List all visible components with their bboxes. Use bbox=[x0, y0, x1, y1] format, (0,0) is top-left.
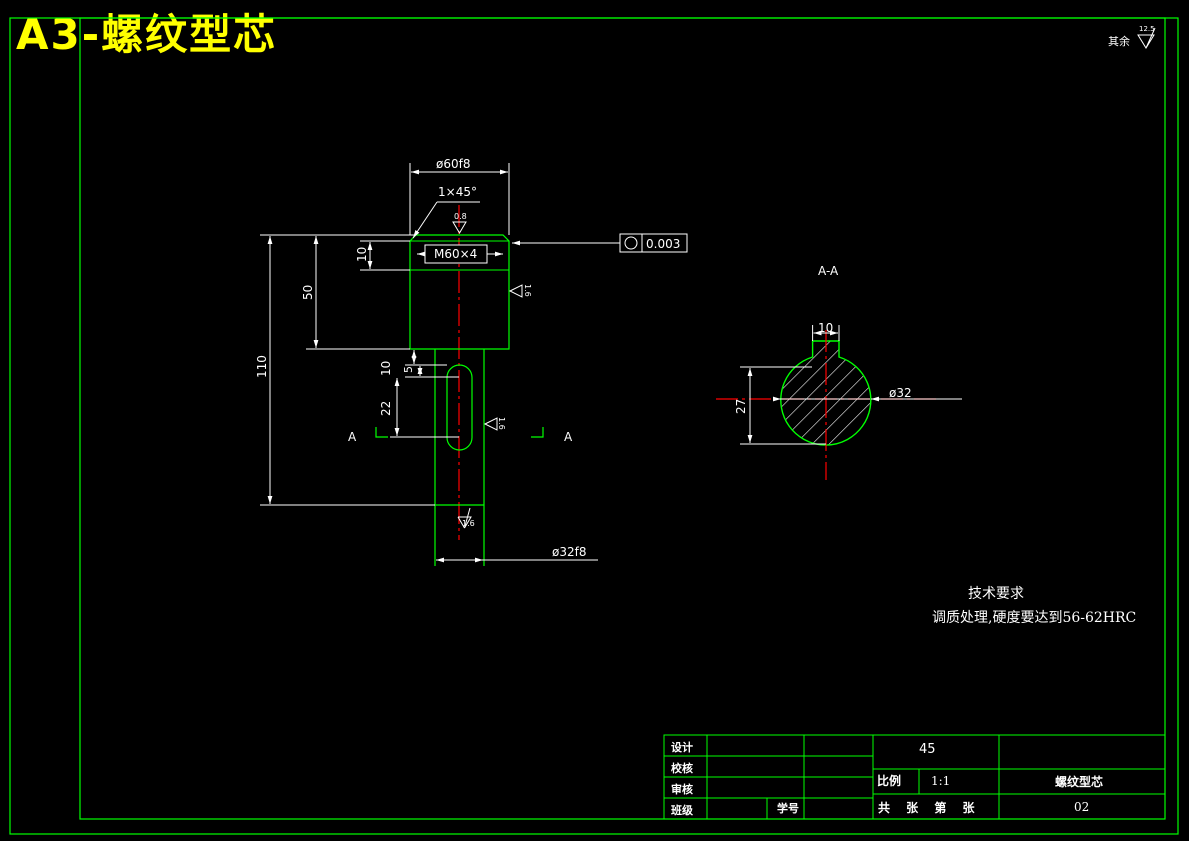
dim-head-len-text: 50 bbox=[301, 285, 315, 300]
dim-chamfer-text: 1×45° bbox=[438, 185, 477, 199]
material-value: 45 bbox=[919, 742, 936, 757]
tolerance-value: 0.003 bbox=[646, 237, 680, 251]
section-cut-right bbox=[531, 427, 544, 438]
dim-chamfer-leader bbox=[412, 201, 480, 239]
general-roughness: 其余 12.5 bbox=[1108, 25, 1156, 49]
dim-thread-text: M60×4 bbox=[434, 247, 477, 261]
shaft-outline bbox=[434, 349, 485, 566]
inner-frame bbox=[79, 17, 1166, 820]
roughness-shaft-icon bbox=[483, 417, 498, 431]
roughness-general-value: 12.5 bbox=[1139, 25, 1155, 33]
roughness-top-value: 0.8 bbox=[454, 212, 467, 221]
dim-total-len bbox=[260, 234, 435, 506]
section-view: A-A 10 27 ø32 bbox=[716, 264, 962, 480]
part-name: 螺纹型芯 bbox=[1055, 774, 1103, 789]
scale-value: 1:1 bbox=[931, 774, 950, 788]
roughness-bottom-icon bbox=[457, 516, 472, 529]
dim-total-len-text: 110 bbox=[255, 355, 269, 378]
roughness-general-icon bbox=[1137, 27, 1156, 49]
dim-thread-len-text: 10 bbox=[355, 247, 369, 262]
label-class: 班级 bbox=[671, 803, 694, 817]
dim-top-diameter bbox=[409, 163, 510, 235]
dim-head-len bbox=[306, 234, 416, 350]
dim-slot-width bbox=[812, 325, 840, 341]
dim-slot-half-text: 5 bbox=[402, 366, 415, 373]
dim-depth bbox=[740, 366, 826, 445]
circularity-icon bbox=[624, 236, 638, 250]
scale-label: 比例 bbox=[877, 773, 901, 788]
dim-thread-len bbox=[360, 240, 410, 271]
roughness-top-icon bbox=[452, 221, 467, 234]
section-cut-left bbox=[375, 427, 388, 438]
roughness-shaft-value: 1.6 bbox=[497, 417, 506, 430]
section-mark-left: A bbox=[348, 430, 357, 444]
tolerance-frame: 0.003 bbox=[512, 233, 688, 253]
section-outline bbox=[780, 340, 872, 446]
dim-slot-width-text: 10 bbox=[818, 321, 833, 335]
drawing-no: 02 bbox=[1074, 800, 1089, 814]
roughness-head-icon bbox=[508, 284, 523, 298]
front-view: A A ø60f8 1×45° 0.8 M60×4 0.003 bbox=[255, 157, 688, 566]
tech-requirements-heading: 技术要求 bbox=[968, 586, 1024, 602]
label-review: 审核 bbox=[671, 782, 693, 796]
slot-outline bbox=[446, 364, 473, 451]
dim-slot-offset-text: 10 bbox=[379, 361, 393, 376]
dim-slot-offset bbox=[405, 350, 447, 366]
dim-top-diameter-text: ø60f8 bbox=[436, 157, 470, 171]
label-check: 校核 bbox=[671, 761, 693, 775]
label-student-no: 学号 bbox=[777, 801, 799, 815]
dim-section-diameter-text: ø32 bbox=[889, 386, 912, 400]
section-label: A-A bbox=[818, 264, 839, 278]
sheets-label: 共 张 第 张 bbox=[878, 800, 981, 815]
dim-shaft-diameter-text: ø32f8 bbox=[552, 545, 586, 559]
tech-requirements-text: 调质处理,硬度要达到56-62HRC bbox=[932, 610, 1136, 626]
dim-slot-len-text: 22 bbox=[379, 401, 393, 416]
label-design: 设计 bbox=[671, 740, 693, 754]
tech-requirements: 技术要求 调质处理,硬度要达到56-62HRC bbox=[932, 586, 1136, 626]
outer-frame bbox=[9, 17, 1179, 835]
title-block bbox=[663, 734, 1166, 820]
sheet-title: A3-螺纹型芯 bbox=[16, 10, 278, 59]
title-block-text: 设计 校核 审核 班级 学号 45 比例 1:1 螺纹型芯 共 张 第 张 02 bbox=[671, 740, 1103, 817]
dim-slot-len bbox=[390, 378, 459, 438]
roughness-head-value: 1.6 bbox=[523, 284, 532, 297]
roughness-bottom-value: 1.6 bbox=[462, 519, 475, 528]
roughness-general-label: 其余 bbox=[1108, 34, 1130, 48]
dim-slot-half bbox=[405, 366, 459, 378]
dim-depth-text: 27 bbox=[734, 399, 748, 414]
section-mark-right: A bbox=[564, 430, 573, 444]
